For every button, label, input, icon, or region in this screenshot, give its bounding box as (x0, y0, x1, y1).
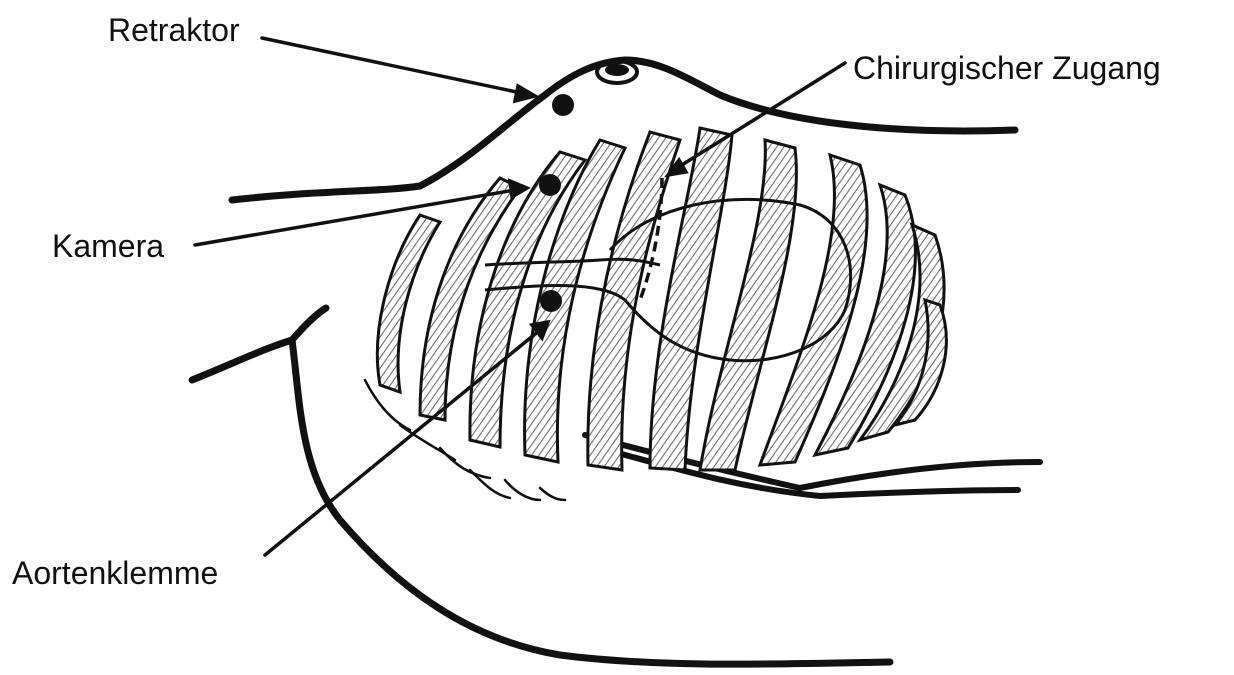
surgical-access-label: Chirurgischer Zugang (853, 52, 1161, 84)
surgical-access-leader (677, 63, 845, 168)
camera-port (539, 174, 561, 196)
retractor-port (552, 94, 574, 116)
aortic-clamp-port (540, 290, 562, 312)
camera-arrowhead (510, 181, 527, 197)
aortic-clamp-label: Aortenklemme (12, 557, 218, 589)
retractor-arrowhead (515, 86, 535, 101)
retractor-leader (262, 38, 526, 94)
camera-label: Kamera (52, 230, 164, 262)
retractor-ring-inner (605, 64, 629, 76)
arm-outline-inner (292, 308, 326, 340)
retractor-label: Retraktor (108, 14, 240, 46)
